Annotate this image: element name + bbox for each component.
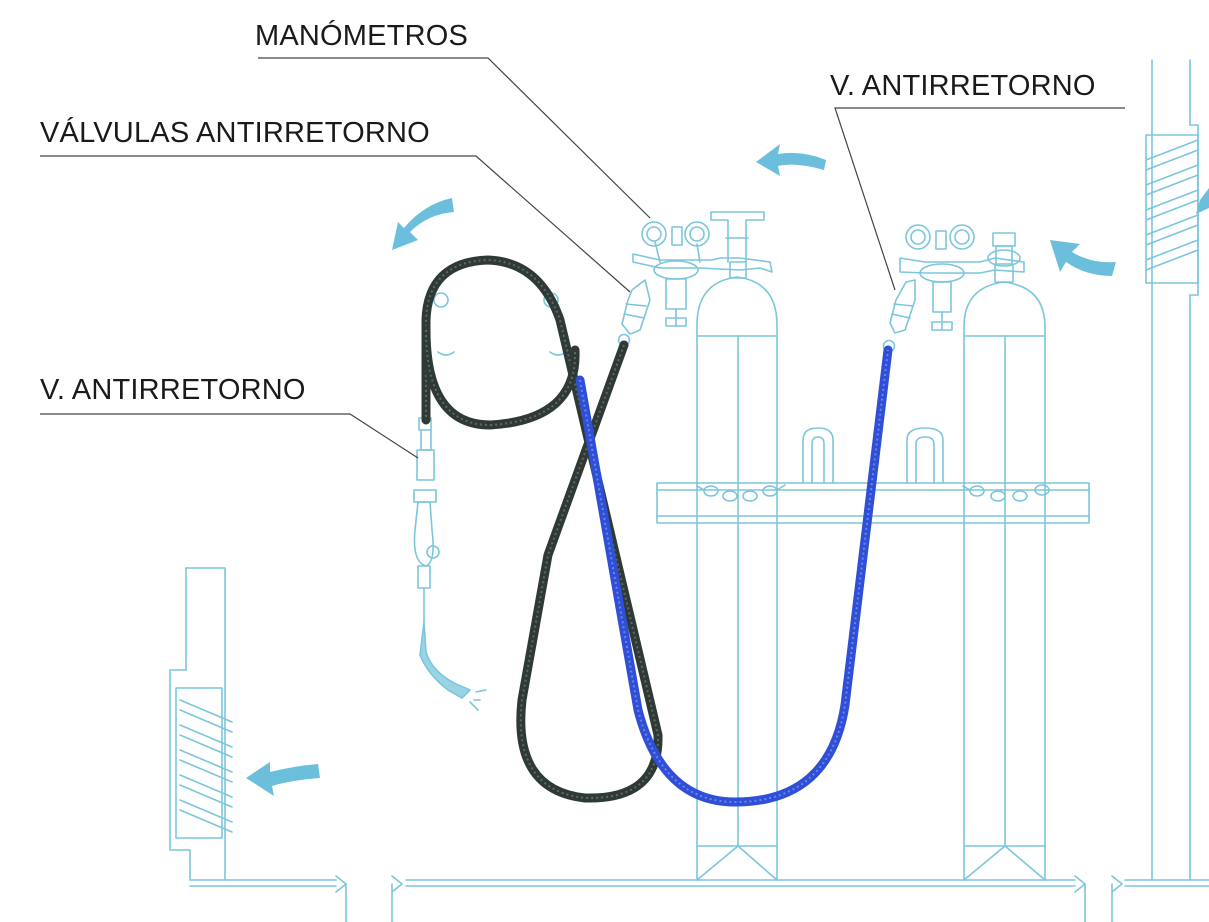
label-v-antirretorno-top: V. ANTIRRETORNO [830,70,1096,102]
anti-return-valve-left [617,279,651,347]
pressure-gauge-icon [641,221,667,247]
leader-v-antirretorno-left [40,413,419,459]
label-v-antirretorno-left: V. ANTIRRETORNO [40,374,306,406]
gas-cylinder-icon [696,211,778,881]
airflow-arrow-icon [1196,188,1209,214]
pressure-regulator-left [632,221,773,327]
leader-valvulas-antirretorno [40,155,631,293]
airflow-arrow-icon [756,144,826,176]
pressure-gauge-icon [949,224,975,250]
hose-dark [421,255,663,803]
hose-blue [575,345,893,807]
ventilation-grille-icon [1145,139,1199,271]
right-wall [1145,59,1199,881]
label-valvulas-antirretorno: VÁLVULAS ANTIRRETORNO [40,117,430,149]
ventilation-grille-icon [179,699,233,833]
pressure-gauge-icon [684,221,710,247]
left-wall [169,567,226,881]
leader-v-antirretorno-top [834,107,1125,291]
airflow-arrow-icon [1050,240,1116,276]
label-manometros: MANÓMETROS [255,20,469,52]
airflow-arrow-icon [392,198,454,250]
chain-left [696,484,786,502]
pressure-regulator-right [899,224,1025,331]
anti-return-valve-right [882,279,916,353]
pressure-gauge-icon [905,224,931,250]
airflow-arrow-icon [246,762,320,796]
welding-torch-icon [413,417,487,711]
floor-line [189,875,1209,922]
chain-right [962,484,1050,502]
gas-cylinder-icon [963,232,1046,881]
leader-manometros [258,57,651,219]
hose-hooks [433,292,567,356]
